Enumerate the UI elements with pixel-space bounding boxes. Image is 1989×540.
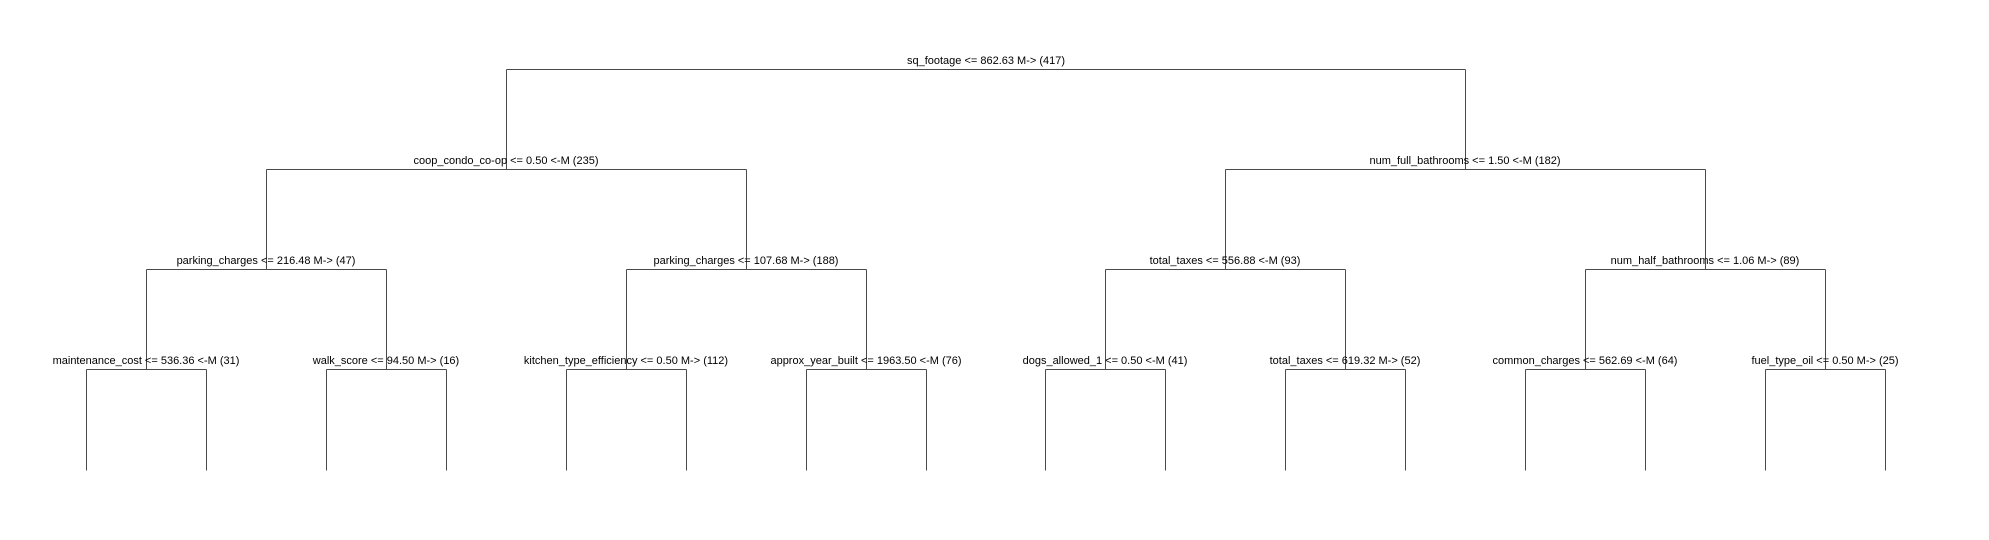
tree-node-label: total_taxes <= 556.88 <-M (93) [1150, 255, 1301, 267]
tree-node-label: sq_footage <= 862.63 M-> (417) [907, 55, 1065, 67]
tree-node-label: num_full_bathrooms <= 1.50 <-M (182) [1369, 155, 1560, 167]
tree-node-label: total_taxes <= 619.32 M-> (52) [1270, 355, 1421, 367]
tree-node-label: fuel_type_oil <= 0.50 M-> (25) [1751, 355, 1898, 367]
tree-node-label: coop_condo_co-op <= 0.50 <-M (235) [414, 155, 599, 167]
tree-node-label: kitchen_type_efficiency <= 0.50 M-> (112… [524, 355, 728, 367]
tree-node-label: maintenance_cost <= 536.36 <-M (31) [53, 355, 240, 367]
tree-node-label: common_charges <= 562.69 <-M (64) [1493, 355, 1678, 367]
tree-node-label: parking_charges <= 107.68 M-> (188) [654, 255, 839, 267]
tree-node-label: approx_year_built <= 1963.50 <-M (76) [770, 355, 961, 367]
tree-node-label: dogs_allowed_1 <= 0.50 <-M (41) [1023, 355, 1188, 367]
tree-node-label: parking_charges <= 216.48 M-> (47) [177, 255, 356, 267]
tree-node-label: num_half_bathrooms <= 1.06 M-> (89) [1611, 255, 1800, 267]
tree-node-labels: sq_footage <= 862.63 M-> (417) coop_condo… [53, 55, 1899, 367]
tree-edges [86, 69, 1886, 471]
tree-node-label: walk_score <= 94.50 M-> (16) [312, 355, 459, 367]
